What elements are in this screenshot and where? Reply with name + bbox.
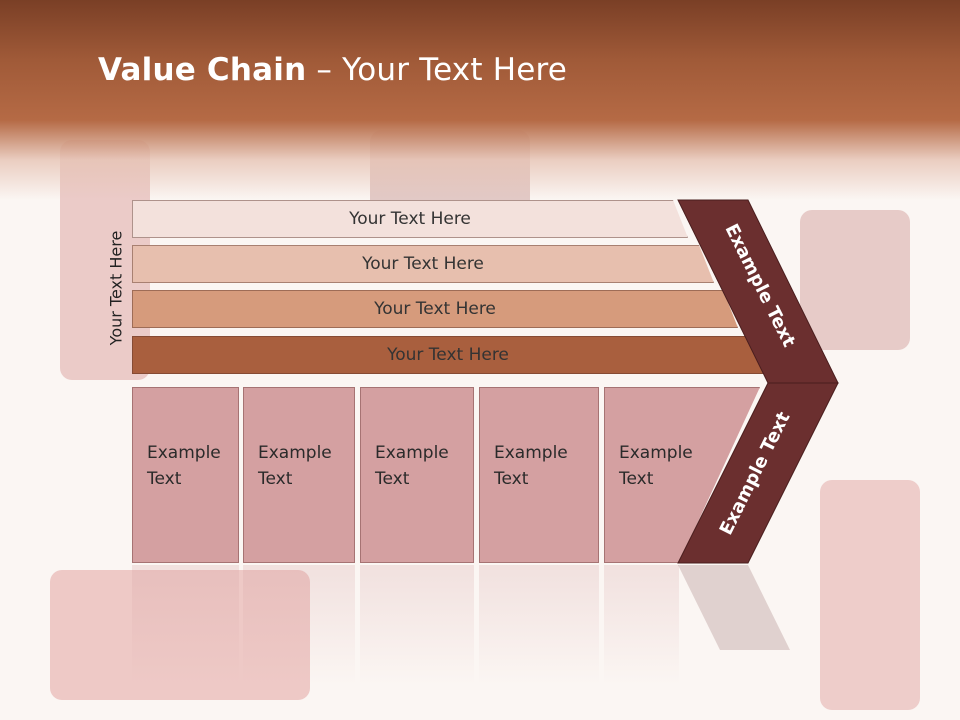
- value-bar-4-label: Your Text Here: [387, 345, 509, 365]
- value-bar-4: Your Text Here: [132, 336, 764, 374]
- value-bar-1-label: Your Text Here: [349, 209, 471, 229]
- column-1-line2: Text: [147, 469, 182, 489]
- column-2-line2: Text: [258, 469, 293, 489]
- column-3-line2: Text: [375, 469, 410, 489]
- header-band: [0, 0, 960, 200]
- column-1-line1: Example: [147, 443, 221, 463]
- value-bar-3: Your Text Here: [132, 290, 738, 328]
- column-2-line1: Example: [258, 443, 332, 463]
- column-5-line1: Example: [619, 443, 693, 463]
- value-bar-2: Your Text Here: [132, 245, 714, 283]
- column-4-line2: Text: [494, 469, 529, 489]
- column-reflection-1: [132, 565, 239, 685]
- chevron-lower: [677, 382, 839, 564]
- background-gift-right: [800, 210, 910, 350]
- page-title: Value Chain – Your Text Here: [98, 52, 568, 88]
- background-boots-left: [50, 570, 310, 700]
- chevron-reflection: [678, 565, 790, 650]
- column-reflection-5: [604, 565, 679, 685]
- column-4-line1: Example: [494, 443, 568, 463]
- value-bar-2-label: Your Text Here: [362, 254, 484, 274]
- value-bar-3-label: Your Text Here: [374, 299, 496, 319]
- column-reflection-3: [360, 565, 474, 685]
- column-3-line1: Example: [375, 443, 449, 463]
- background-figure-right: [820, 480, 920, 710]
- column-5-line2: Text: [619, 469, 654, 489]
- value-bar-1: Your Text Here: [132, 200, 688, 238]
- column-reflection-2: [243, 565, 355, 685]
- column-reflection-4: [479, 565, 599, 685]
